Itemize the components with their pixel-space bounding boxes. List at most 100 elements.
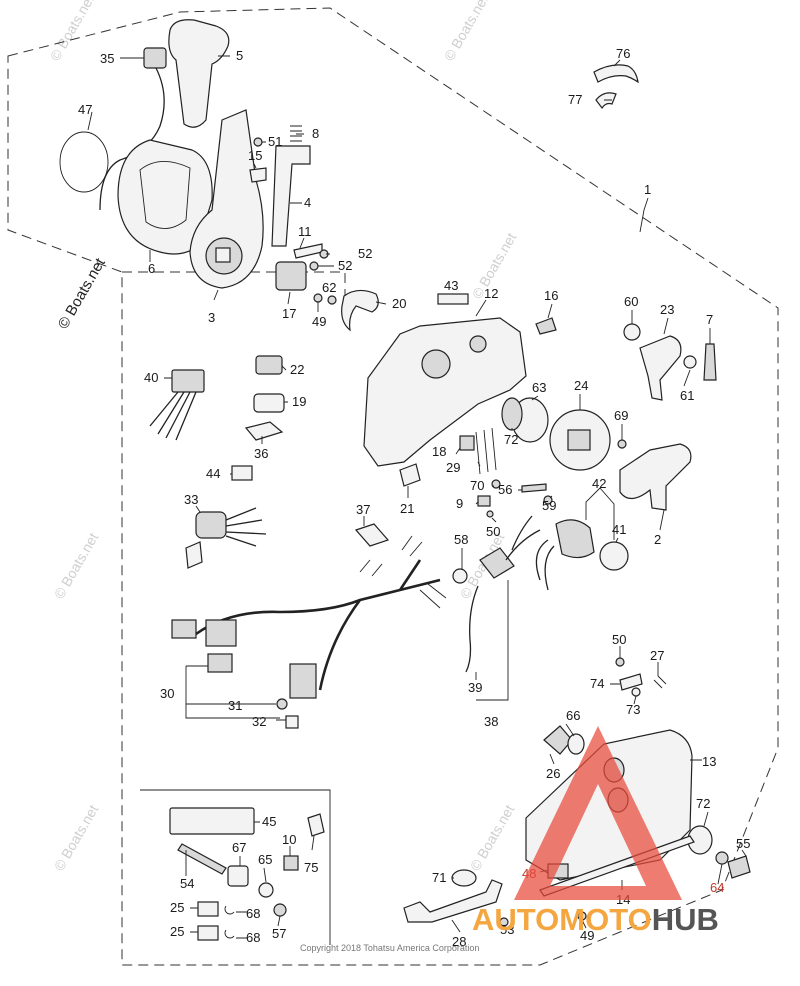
logo-triangle-icon [514, 726, 682, 900]
part-75-clip [307, 813, 325, 837]
callout-label: 64 [710, 880, 724, 895]
callout-label: 20 [392, 296, 406, 311]
callout-label: 19 [292, 394, 306, 409]
leader-lines [87, 55, 747, 939]
part-30-plug-a [171, 619, 197, 639]
part-33-wires [225, 507, 267, 547]
callout-label: 15 [248, 148, 262, 163]
callout-label: 49 [312, 314, 326, 329]
callout-label: 40 [144, 370, 158, 385]
watermark: © Boats.net [467, 802, 518, 874]
part-51-screw [253, 137, 263, 147]
part-3-arm [189, 109, 264, 289]
callout-label: 67 [232, 840, 246, 855]
callout-label: 2 [654, 532, 661, 547]
logo-text-auto: AUTO [472, 902, 559, 937]
part-33-key [185, 541, 203, 569]
watermark-layer: © Boats.net © Boats.net © Boats.net © Bo… [47, 0, 520, 874]
part-10-nut [283, 855, 299, 871]
watermark: © Boats.net [51, 530, 102, 602]
callout-label: 29 [446, 460, 460, 475]
part-73-washer [631, 687, 641, 697]
callout-label: 11 [298, 224, 312, 239]
part-21-block [399, 463, 421, 487]
callout-label: 68 [246, 930, 260, 945]
part-33-switch [195, 511, 227, 539]
callout-label: 16 [544, 288, 558, 303]
callout-label: 3 [208, 310, 215, 325]
logo-text-hub: HUB [652, 902, 719, 937]
callout-label: 47 [78, 102, 92, 117]
part-52b-screw [309, 261, 319, 271]
part-36-bracket [244, 421, 284, 441]
callout-label: 74 [590, 676, 604, 691]
part-12-boss [421, 349, 451, 379]
part-65-washer [258, 882, 274, 898]
part-43-gasket [437, 293, 469, 305]
logo-text: AUTOMOTOHUB [472, 902, 719, 937]
callout-label: 9 [456, 496, 463, 511]
callout-label: 6 [148, 261, 155, 276]
part-60-washer [623, 323, 641, 341]
part-25b-bracket [197, 925, 219, 941]
callout-label: 38 [484, 714, 498, 729]
callout-label: 66 [566, 708, 580, 723]
part-22-switch [255, 355, 283, 375]
part-61-washer [683, 355, 697, 369]
part-28-lever [403, 879, 503, 923]
part-30-terminals [359, 535, 447, 609]
assembly-boundary [7, 7, 779, 966]
part-8-spring [290, 125, 302, 142]
accessory-box [140, 789, 331, 945]
part-29-strips [475, 427, 497, 475]
part-58-nut [452, 568, 468, 584]
callout-label: 55 [736, 836, 750, 851]
callout-label: 8 [312, 126, 319, 141]
part-56-bolt [521, 483, 547, 493]
part-66-washer [567, 733, 585, 755]
part-68b-clip [224, 929, 235, 939]
part-12-boss-small [469, 335, 487, 353]
callout-label: 21 [400, 501, 414, 516]
part-7-pin [703, 343, 717, 381]
callout-label: 43 [444, 278, 458, 293]
callout-label: 7 [706, 312, 713, 327]
callout-label: 73 [626, 702, 640, 717]
watermark: © Boats.net [51, 802, 102, 874]
part-6-cover-opening [139, 161, 191, 229]
callout-label: 17 [282, 306, 296, 321]
part-57-nut [273, 903, 287, 917]
callout-label: 72 [504, 432, 518, 447]
callout-label: 57 [272, 926, 286, 941]
callout-label: 24 [574, 378, 588, 393]
part-4-lever [271, 145, 311, 247]
part-69-nut [617, 439, 627, 449]
callout-label: 69 [614, 408, 628, 423]
callout-label: 42 [592, 476, 606, 491]
part-55-bolt [727, 855, 751, 879]
part-47-oring [59, 131, 109, 193]
callout-label: 26 [546, 766, 560, 781]
part-54-bolt [177, 843, 227, 875]
callout-label: 51 [268, 134, 282, 149]
callout-label: 76 [616, 46, 630, 61]
part-76-spring [593, 64, 639, 84]
part-41-grill [599, 541, 629, 571]
part-44-label [231, 465, 253, 481]
callout-label: 1 [644, 182, 651, 197]
part-42-wires [535, 539, 555, 591]
part-5-grip [168, 19, 230, 128]
callout-label: 70 [470, 478, 484, 493]
part-12-housing [363, 317, 527, 467]
part-35-connector [143, 47, 167, 69]
callout-label: 44 [206, 466, 220, 481]
callout-label: 71 [432, 870, 446, 885]
callout-label: 28 [452, 934, 466, 949]
callout-label: 61 [680, 388, 694, 403]
callout-label: 27 [650, 648, 664, 663]
callout-label: 72 [696, 796, 710, 811]
part-26-gear [543, 725, 573, 755]
callout-label: 58 [454, 532, 468, 547]
part-40-wires [149, 391, 197, 441]
